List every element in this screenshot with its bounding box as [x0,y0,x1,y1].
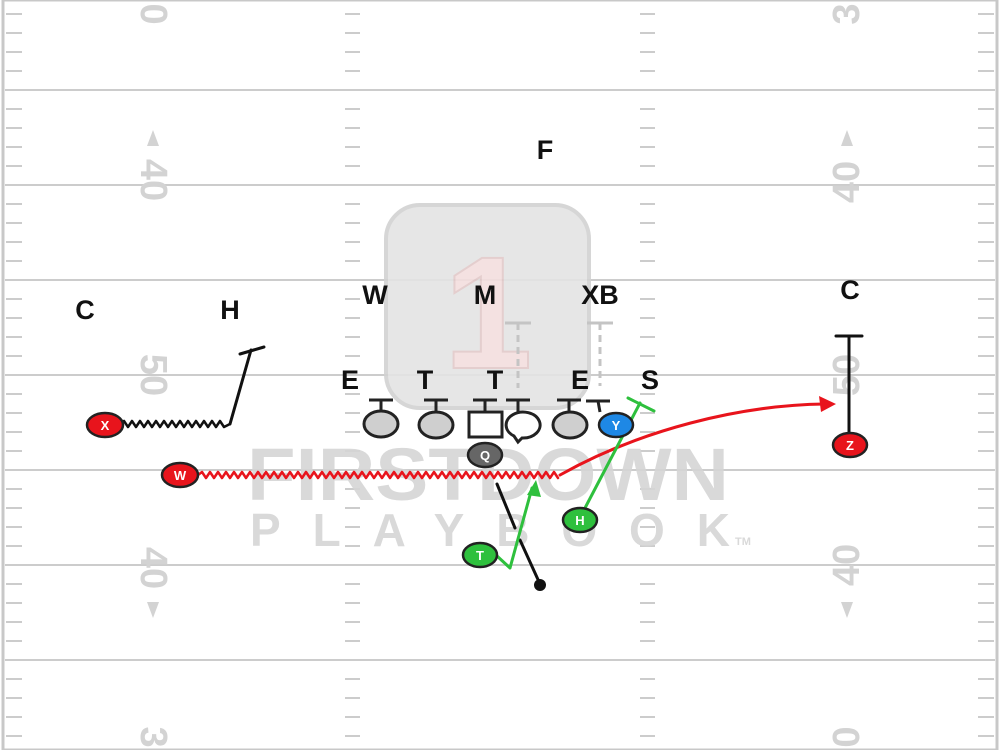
player-label: T [476,548,484,563]
lineman [362,398,400,439]
yard-number: 50 [826,354,868,396]
qb-drop-point [534,579,546,591]
lineman [504,398,542,445]
route-arrow-icon [819,396,836,412]
player-h: H [561,506,599,534]
offense-players: X W Q Y H T Z [85,411,869,569]
route-arrow-icon [527,480,541,497]
block-line [596,400,602,413]
defender-left-h: H [220,295,240,325]
w-route [558,402,827,477]
lineman [417,398,455,440]
watermark-trademark: TM [735,536,751,548]
center [467,398,504,439]
x-route-endcap [238,345,266,356]
defender-extra-back: XB [581,280,619,310]
defender-free-safety: F [537,135,554,165]
watermark-logo-badge [384,203,591,410]
t-route [495,486,534,570]
player-q: Q [466,441,504,469]
yard-number: 50 [132,354,174,396]
qb-drop-route [495,482,542,586]
yard-numbers-right: 3 40 50 40 0 [826,3,868,747]
defender-right-corner: C [840,275,860,305]
direction-arrow-icon [147,130,159,146]
w-motion-route [196,470,560,480]
player-marker [85,411,125,439]
yard-number: 40 [826,161,868,203]
defender-mike: M [474,280,497,310]
defender-left-end: E [341,365,359,395]
watermark-logo-number: 1 [444,223,533,402]
defender-sam: S [641,365,659,395]
defender-will: W [362,280,388,310]
yard-numbers-left: 0 40 50 40 3 [132,3,174,747]
player-label: Z [846,438,854,453]
player-label: Q [480,448,490,463]
yard-number: 40 [132,547,174,589]
player-marker [831,431,869,459]
lineman-oval [417,410,455,440]
hash-marks [6,13,994,737]
player-z: Z [831,431,869,459]
x-route [228,348,253,426]
yard-number: 40 [826,544,868,586]
player-label: H [575,513,584,528]
defender-right-end: E [571,365,589,395]
lineman-oval [551,410,589,440]
defender-right-tackle: T [487,365,504,395]
yard-number: 40 [132,159,174,201]
player-marker [461,541,499,569]
h-route-endcap [626,396,656,413]
player-label: X [101,418,110,433]
direction-arrow-icon [841,130,853,146]
player-marker [160,461,200,489]
defender-left-tackle: T [417,365,434,395]
player-label: Y [612,418,621,433]
player-y: Y [597,411,635,439]
player-t: T [461,541,499,569]
offensive-line [362,398,610,445]
yard-number: 3 [826,3,868,24]
player-w: W [160,461,200,489]
yard-number: 0 [132,3,174,24]
lineman [551,398,589,440]
player-marker [561,506,599,534]
player-x: X [85,411,125,439]
y-block [586,399,610,413]
center-square [467,410,504,439]
player-label: W [174,468,187,483]
x-motion-route [118,419,232,429]
lineman-oval [504,410,542,445]
lineman-oval [362,409,400,439]
defender-left-corner: C [75,295,95,325]
player-marker [597,411,635,439]
defense-labels: F W M XB C H C E T T E S [75,135,860,395]
defense-drop-lines [505,321,613,388]
player-marker [466,441,504,469]
yard-number: 3 [132,726,174,747]
direction-arrow-icon [841,602,853,618]
direction-arrow-icon [147,602,159,618]
yard-number: 0 [826,726,868,747]
